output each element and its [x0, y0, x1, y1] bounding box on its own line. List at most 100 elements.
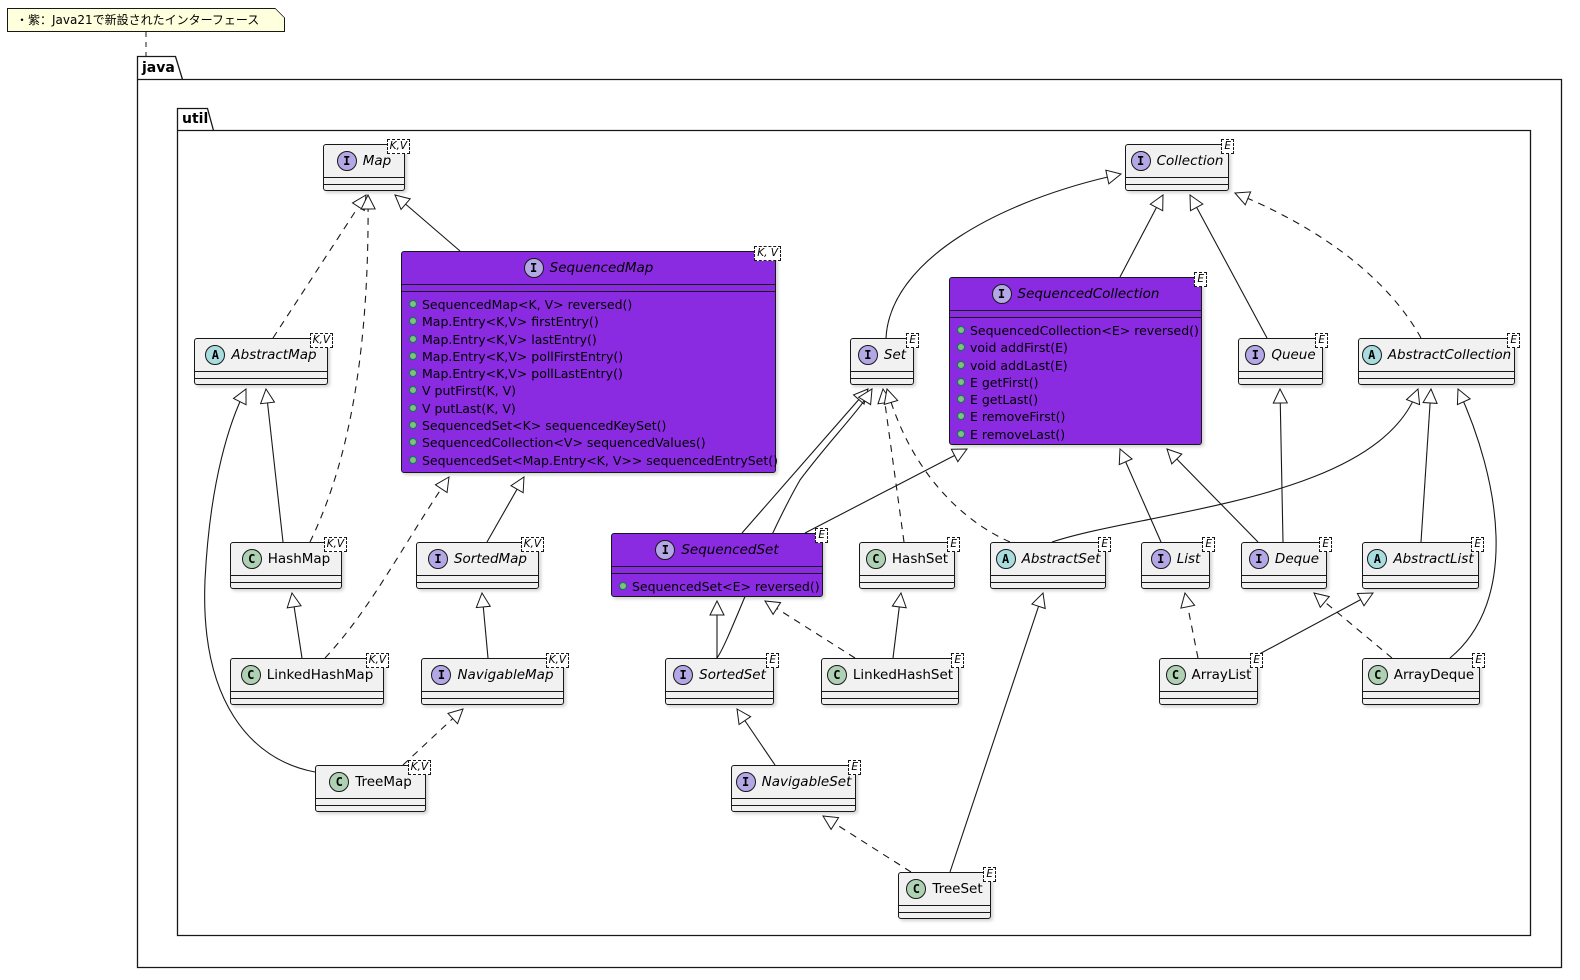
package-util-label: util: [182, 111, 209, 127]
generic-parameter: E: [1507, 333, 1520, 348]
compartment-divider: [195, 378, 327, 379]
compartment-divider: [1239, 378, 1322, 379]
class-name: ArrayList: [1191, 667, 1252, 683]
package-util-frame: [176, 107, 1532, 937]
class-badge-icon: C: [241, 549, 262, 569]
inheritance-arrowhead-icon: [1166, 448, 1183, 465]
method-item: SequencedCollection<V> sequencedValues(): [409, 434, 771, 451]
generic-parameter: E: [947, 537, 960, 552]
relation-extends-edge: [741, 388, 869, 534]
compartment-divider: [231, 691, 383, 692]
class-name: AbstractMap: [231, 347, 317, 363]
compartment-divider: [612, 573, 822, 574]
class-name: SortedMap: [453, 551, 528, 567]
compartment-divider: [1160, 698, 1257, 699]
inheritance-arrowhead-icon: [232, 387, 247, 406]
generic-parameter: K,V: [309, 333, 333, 348]
method-item: SequencedSet<K> sequencedKeySet(): [409, 417, 771, 434]
class-badge-icon: C: [826, 665, 847, 685]
inheritance-arrowhead-icon: [360, 193, 376, 210]
inheritance-arrowhead-icon: [1189, 194, 1204, 212]
interface-badge-icon: I: [1245, 345, 1266, 365]
compartment-divider: [860, 575, 954, 576]
generic-parameter: K,V: [520, 537, 544, 552]
compartment-divider: [1242, 582, 1326, 583]
method-item: Map.Entry<K,V> pollFirstEntry(): [409, 348, 771, 365]
compartment-divider: [851, 378, 913, 379]
compartment-divider: [422, 698, 563, 699]
compartment-divider: [899, 912, 990, 913]
generic-parameter: E: [848, 760, 861, 775]
compartment-divider: [1242, 575, 1326, 576]
relation-extends-edge: [949, 592, 1044, 873]
generic-parameter: E: [1319, 537, 1332, 552]
inheritance-arrowhead-icon: [510, 476, 525, 494]
generic-parameter: K, V: [754, 246, 781, 261]
method-item: E getFirst(): [957, 374, 1197, 391]
compartment-divider: [1363, 582, 1478, 583]
inheritance-arrowhead-icon: [1105, 169, 1123, 185]
compartment-divider: [324, 184, 404, 185]
interface-badge-icon: I: [1248, 549, 1269, 569]
class-name: SequencedSet: [681, 542, 779, 558]
class-name: Collection: [1156, 153, 1224, 169]
package-java-frame: [136, 55, 1563, 969]
generic-parameter: K,V: [365, 653, 389, 668]
class-name: NavigableSet: [761, 774, 852, 790]
method-item: SequencedSet<Map.Entry<K, V>> sequencedE…: [409, 452, 778, 469]
generic-parameter: E: [906, 333, 919, 348]
compartment-divider: [1363, 698, 1479, 699]
class-name: NavigableMap: [457, 667, 554, 683]
compartment-divider: [899, 905, 990, 906]
class-name: AbstractSet: [1021, 551, 1101, 567]
compartment-divider: [612, 566, 822, 567]
class-badge-icon: C: [329, 772, 350, 792]
class-name: Set: [883, 347, 907, 363]
generic-parameter: E: [1098, 537, 1111, 552]
compartment-divider: [851, 371, 913, 372]
inheritance-arrowhead-icon: [434, 476, 450, 494]
compartment-divider: [231, 575, 341, 576]
interface-badge-icon: I: [427, 549, 448, 569]
inheritance-arrowhead-icon: [950, 448, 968, 463]
relation-implements-edge: [882, 388, 905, 543]
inheritance-arrowhead-icon: [1180, 591, 1196, 609]
method-item: E getLast(): [957, 391, 1197, 408]
inheritance-arrowhead-icon: [857, 388, 873, 406]
interface-badge-icon: I: [431, 665, 452, 685]
interface-badge-icon: I: [991, 284, 1012, 304]
generic-parameter: E: [983, 867, 996, 882]
abstract-class-badge-icon: A: [205, 345, 226, 365]
package-java-label: java: [142, 60, 175, 76]
class-name: SequencedCollection: [1017, 286, 1160, 302]
generic-parameter: E: [1221, 139, 1234, 154]
generic-parameter: K,V: [323, 537, 347, 552]
method-item: E removeLast(): [957, 426, 1197, 443]
